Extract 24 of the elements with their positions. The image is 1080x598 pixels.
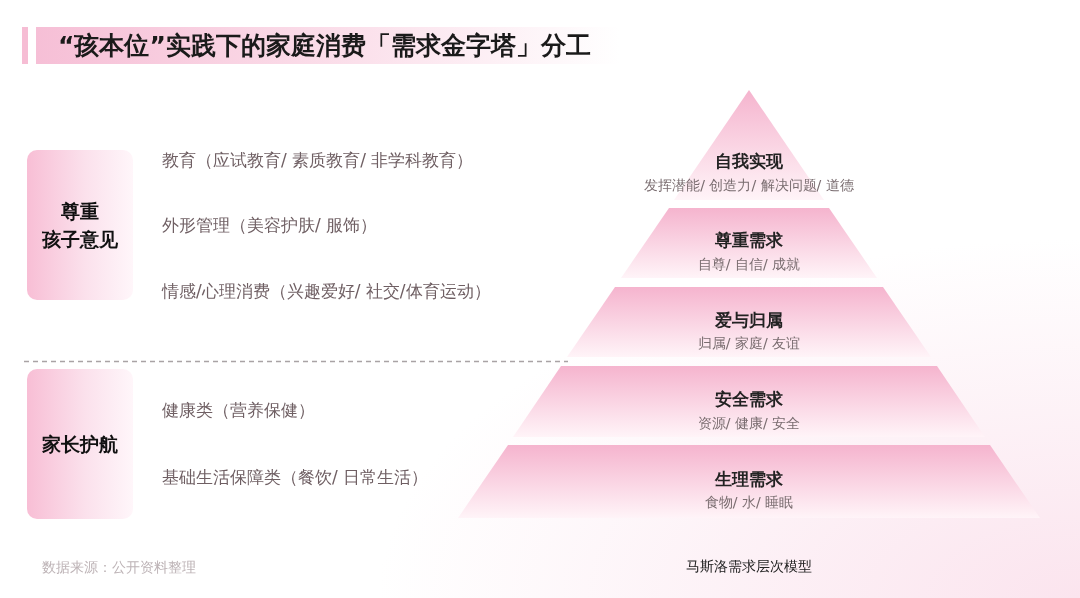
list-item: 外形管理（美容护肤/ 服饰） xyxy=(162,214,378,237)
pyramid-level xyxy=(567,287,931,357)
level-examples: 资源/ 健康/ 安全 xyxy=(697,414,801,432)
list-item: 基础生活保障类（餐饮/ 日常生活） xyxy=(162,466,429,489)
level-title: 尊重需求 xyxy=(715,229,783,251)
level-examples: 发挥潜能/ 创造力/ 解决问题/ 道德 xyxy=(644,176,854,194)
level-examples: 食物/ 水/ 睡眠 xyxy=(704,493,794,511)
level-title: 生理需求 xyxy=(715,468,783,490)
level-examples: 归属/ 家庭/ 友谊 xyxy=(697,334,801,352)
list-item: 情感/心理消费（兴趣爱好/ 社交/体育运动） xyxy=(162,280,491,303)
category-label: 家长护航 xyxy=(42,432,118,457)
category-label: 尊重孩子意见 xyxy=(42,199,118,252)
list-item: 教育（应试教育/ 素质教育/ 非学科教育） xyxy=(162,149,474,172)
level-examples: 自尊/ 自信/ 成就 xyxy=(697,255,801,273)
pyramid-level xyxy=(458,445,1040,518)
list-item: 健康类（营养保健） xyxy=(162,399,315,422)
level-title: 自我实现 xyxy=(715,150,783,172)
level-title: 爱与归属 xyxy=(715,309,783,331)
category-box xyxy=(27,369,133,519)
level-title: 安全需求 xyxy=(715,388,783,410)
figure-caption: 马斯洛需求层次模型 xyxy=(686,557,812,576)
pyramid-level xyxy=(621,208,877,278)
category-box xyxy=(27,150,133,300)
source-note: 数据来源：公开资料整理 xyxy=(42,558,196,577)
